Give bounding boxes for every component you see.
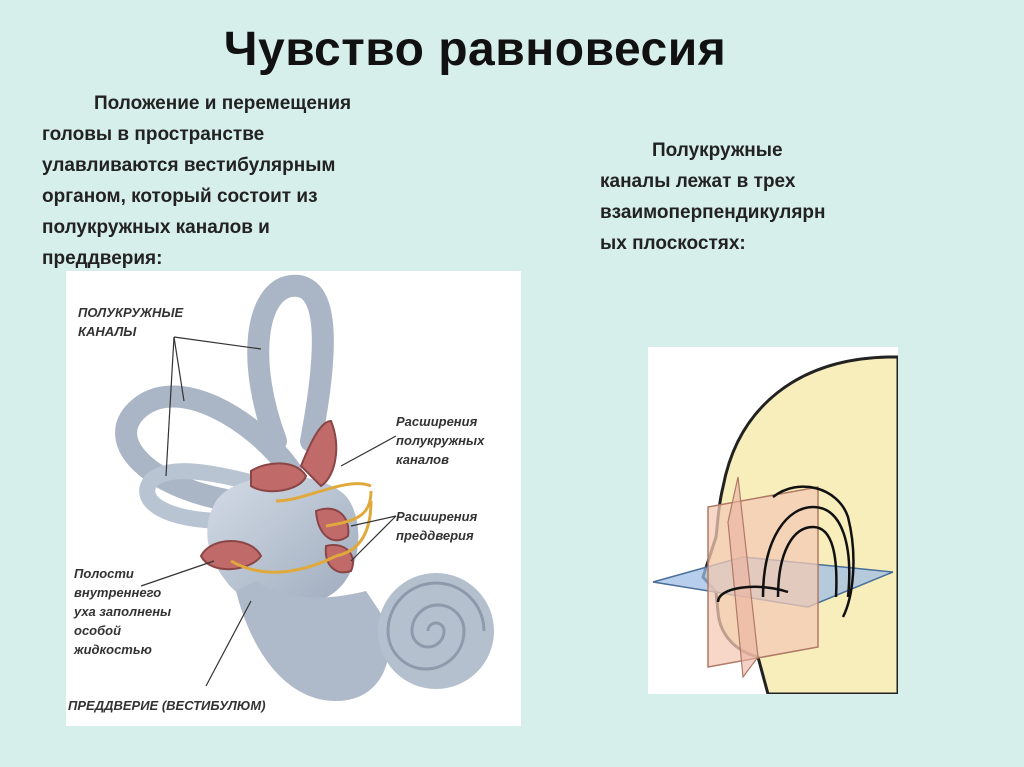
head-planes-illustration: [648, 347, 898, 694]
label-vestibule: ПРЕДДВЕРИЕ (ВЕСТИБУЛЮМ): [68, 696, 266, 715]
inner-ear-diagram: ПОЛУКРУЖНЫЕ КАНАЛЫ Расширения полукружны…: [66, 271, 521, 726]
label-vestibule-dilations: Расширения преддверия: [396, 507, 477, 545]
label-semicircular-canals: ПОЛУКРУЖНЫЕ КАНАЛЫ: [78, 303, 183, 341]
label-canal-ampullae: Расширения полукружных каналов: [396, 412, 484, 469]
head-planes-diagram: [648, 347, 898, 694]
label-inner-ear-cavities: Полости внутреннего уха заполнены особой…: [74, 564, 171, 659]
anterior-canal: [258, 286, 323, 441]
left-paragraph: Положение и перемещения головы в простра…: [42, 88, 472, 274]
right-paragraph: Полукружные каналы лежат в трех взаимопе…: [600, 135, 930, 259]
cochlea: [378, 573, 494, 689]
vestibule-trunk: [236, 581, 389, 701]
slide-title: Чувство равновесия: [0, 22, 950, 77]
